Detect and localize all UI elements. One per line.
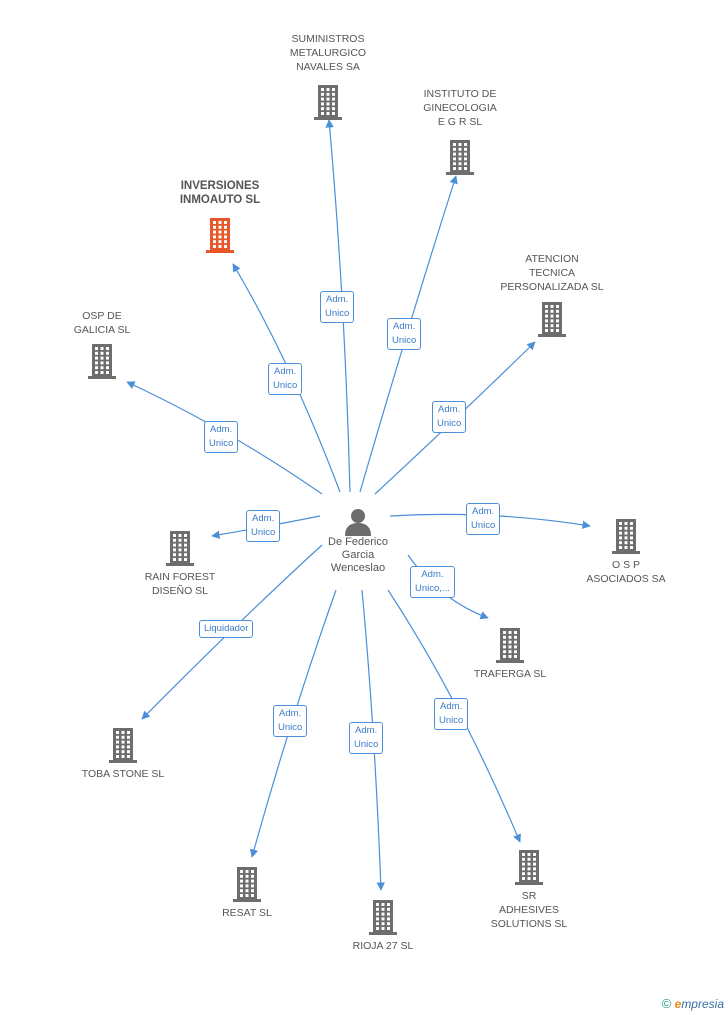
relation-label-suministros[interactable]: Adm. Unico — [320, 291, 355, 323]
copyright-symbol: © — [661, 996, 672, 1011]
logo-e: e — [674, 997, 682, 1011]
company-label: TRAFERGA SL — [473, 668, 547, 680]
building-icon — [479, 849, 579, 885]
company-label: ATENCION TECNICA PERSONALIZADA SL — [500, 253, 604, 293]
company-node-inversiones[interactable]: INVERSIONES INMOAUTO SL — [165, 179, 275, 253]
relation-label-instituto[interactable]: Adm. Unico — [387, 318, 422, 350]
company-node-suministros[interactable]: SUMINISTROS METALURGICO NAVALES SA — [278, 32, 378, 120]
company-node-instituto[interactable]: INSTITUTO DE GINECOLOGIA E G R SL — [410, 87, 510, 175]
relation-label-inversiones[interactable]: Adm. Unico — [268, 363, 303, 395]
building-icon — [460, 627, 560, 663]
person-icon — [345, 509, 371, 536]
company-label: TOBA STONE SL — [81, 768, 165, 780]
building-icon — [278, 84, 378, 120]
empresia-logo: © empresia — [662, 996, 724, 1011]
building-icon — [494, 301, 610, 337]
company-node-traferga[interactable]: TRAFERGA SL — [460, 627, 560, 681]
building-icon — [130, 530, 230, 566]
building-icon — [410, 139, 510, 175]
center-person-name: De Federico Garcia Wenceslao — [328, 536, 388, 574]
company-label: SR ADHESIVES SOLUTIONS SL — [490, 890, 568, 930]
company-label: INVERSIONES INMOAUTO SL — [179, 180, 261, 206]
relation-label-resat[interactable]: Adm. Unico — [273, 705, 308, 737]
building-icon — [576, 518, 676, 554]
company-node-rioja[interactable]: RIOJA 27 SL — [333, 899, 433, 953]
company-label: RIOJA 27 SL — [352, 940, 414, 952]
relation-label-rioja[interactable]: Adm. Unico — [349, 722, 384, 754]
company-node-osp-galicia[interactable]: OSP DE GALICIA SL — [52, 309, 152, 379]
company-label: SUMINISTROS METALURGICO NAVALES SA — [289, 33, 367, 73]
company-label: RAIN FOREST DISEÑO SL — [144, 571, 216, 597]
relation-label-toba-stone[interactable]: Liquidador — [199, 620, 254, 638]
relation-label-rain-forest[interactable]: Adm. Unico — [246, 510, 281, 542]
company-label: RESAT SL — [222, 907, 272, 919]
building-icon — [165, 217, 275, 253]
building-icon — [197, 866, 297, 902]
building-icon — [333, 899, 433, 935]
building-icon — [52, 343, 152, 379]
relation-label-traferga[interactable]: Adm. Unico,... — [410, 566, 455, 598]
logo-text: mpresia — [681, 997, 724, 1011]
company-node-atencion[interactable]: ATENCION TECNICA PERSONALIZADA SL — [494, 252, 610, 337]
relation-label-osp-galicia[interactable]: Adm. Unico — [204, 421, 239, 453]
company-node-toba-stone[interactable]: TOBA STONE SL — [71, 727, 175, 781]
building-icon — [71, 727, 175, 763]
center-person[interactable]: De Federico Garcia Wenceslao — [308, 506, 408, 575]
company-label: INSTITUTO DE GINECOLOGIA E G R SL — [423, 88, 497, 128]
company-label: O S P ASOCIADOS SA — [586, 559, 666, 585]
company-label: OSP DE GALICIA SL — [73, 310, 131, 336]
company-node-sr-adhesives[interactable]: SR ADHESIVES SOLUTIONS SL — [479, 849, 579, 931]
company-node-resat[interactable]: RESAT SL — [197, 866, 297, 920]
company-node-rain-forest[interactable]: RAIN FOREST DISEÑO SL — [130, 530, 230, 598]
relation-label-sr-adhesives[interactable]: Adm. Unico — [434, 698, 469, 730]
relation-label-osp-asociados[interactable]: Adm. Unico — [466, 503, 501, 535]
company-node-osp-asociados[interactable]: O S P ASOCIADOS SA — [576, 518, 676, 586]
relation-label-atencion[interactable]: Adm. Unico — [432, 401, 467, 433]
